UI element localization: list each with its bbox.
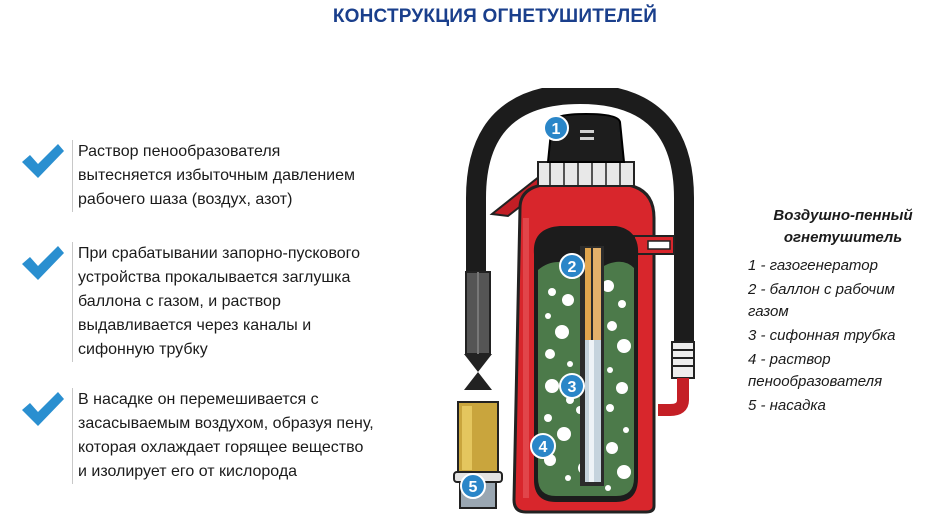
nozzle-tube bbox=[464, 271, 492, 390]
checkmark-icon bbox=[22, 144, 64, 178]
legend: Воздушно-пенный огнетушитель 1 - газоген… bbox=[748, 205, 938, 419]
hose bbox=[466, 88, 694, 360]
bullet-text: В насадке он перемешивается с засасываем… bbox=[72, 388, 423, 484]
marker-2: 2 bbox=[559, 253, 585, 279]
page-title: КОНСТРУКЦИЯ ОГНЕТУШИТЕЛЕЙ bbox=[332, 6, 658, 27]
svg-text:1: 1 bbox=[552, 121, 561, 138]
marker-5: 5 bbox=[460, 473, 486, 499]
svg-text:4: 4 bbox=[539, 439, 548, 456]
legend-item-4: 4 - раствор пенообразователя bbox=[748, 351, 883, 390]
legend-item-2: 2 - баллон с рабочим газом bbox=[748, 281, 895, 320]
marker-1: 1 bbox=[543, 115, 569, 141]
hose-connector bbox=[658, 378, 689, 416]
legend-item-1: 1 - газогенератор bbox=[748, 257, 878, 274]
siphon-tube bbox=[580, 246, 604, 486]
legend-item-5: 5 - насадка bbox=[748, 397, 826, 414]
legend-title: Воздушно-пенный огнетушитель bbox=[773, 207, 913, 246]
bullet-text: При срабатывании запорно-пускового устро… bbox=[72, 242, 423, 362]
mounting-bracket bbox=[633, 235, 675, 255]
hose-coupling bbox=[671, 341, 695, 379]
extinguisher-diagram: 1 2 3 4 5 bbox=[453, 88, 695, 514]
marker-3: 3 bbox=[559, 373, 585, 399]
foam-bubbles bbox=[544, 280, 631, 491]
legend-item-3: 3 - сифонная трубка bbox=[748, 327, 896, 344]
svg-text:2: 2 bbox=[568, 259, 577, 276]
svg-text:3: 3 bbox=[568, 379, 577, 396]
bullet-text: Раствор пенообразователя вытесняется изб… bbox=[72, 140, 423, 212]
checkmark-icon bbox=[22, 246, 64, 280]
svg-text:5: 5 bbox=[469, 479, 478, 496]
checkmark-icon bbox=[22, 392, 64, 426]
marker-4: 4 bbox=[530, 433, 556, 459]
